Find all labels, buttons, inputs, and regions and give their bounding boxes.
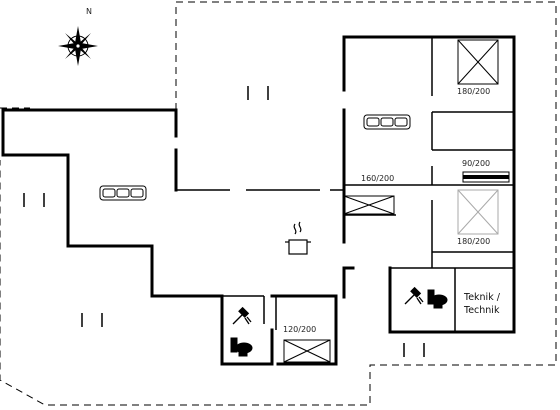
toilet-icon bbox=[230, 337, 253, 357]
bed-size-label: 180/200 bbox=[457, 237, 490, 246]
bed-icon bbox=[462, 171, 510, 183]
compass-north-label: N bbox=[86, 7, 92, 16]
bed-icon bbox=[283, 339, 331, 363]
sofa-icon bbox=[99, 185, 147, 201]
interior-walls bbox=[176, 37, 514, 332]
bed-size-label: 120/200 bbox=[283, 325, 316, 334]
bed-size-label: 160/200 bbox=[361, 174, 394, 183]
bed-size-label: 180/200 bbox=[457, 87, 490, 96]
shower-icon bbox=[404, 286, 424, 305]
bed-icon bbox=[457, 39, 499, 85]
technical-room-label-line1: Teknik / bbox=[463, 292, 501, 303]
bed-size-label: 90/200 bbox=[462, 159, 490, 168]
cooking-pot-icon bbox=[285, 221, 311, 255]
bed-icon bbox=[343, 195, 395, 215]
compass-rose-icon bbox=[58, 26, 98, 66]
toilet-icon bbox=[427, 289, 448, 309]
bed-icon bbox=[457, 189, 499, 235]
shower-icon bbox=[232, 306, 252, 325]
exterior-walls bbox=[1, 35, 516, 366]
window-marks bbox=[23, 86, 425, 357]
sofa-icon bbox=[363, 114, 411, 130]
technical-room-label-line2: Technik bbox=[463, 305, 500, 316]
